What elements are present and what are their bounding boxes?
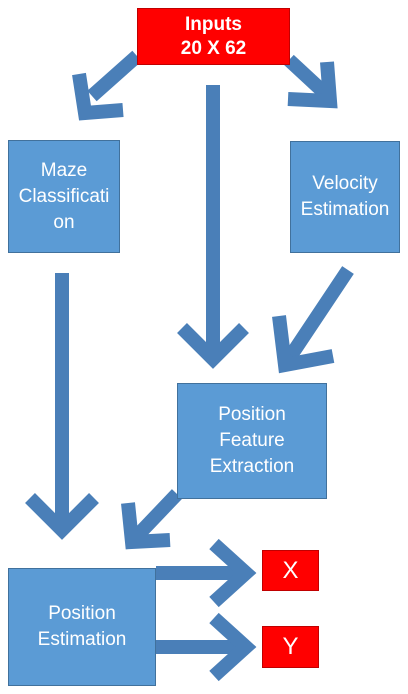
position-estimation-box: Position Estimation	[8, 568, 156, 686]
arrow-maze-to-estimation	[25, 273, 99, 540]
position-feature-extraction-box: Position Feature Extraction	[177, 383, 327, 499]
arrow-feature-to-estimation	[121, 489, 183, 550]
arrow-estimation-to-y	[156, 612, 257, 682]
output-y-box: Y	[262, 626, 319, 668]
output-x-box: X	[262, 550, 319, 591]
maze-classification-box: Maze Classificati on	[8, 140, 120, 253]
arrow-velocity-to-feature	[272, 266, 354, 374]
arrow-estimation-to-x	[156, 538, 257, 608]
velocity-estimation-box: Velocity Estimation	[290, 141, 400, 253]
arrow-inputs-to-feature	[177, 85, 249, 369]
arrow-inputs-to-maze	[72, 50, 142, 121]
arrow-inputs-to-velocity	[284, 54, 338, 109]
inputs-box: Inputs 20 X 62	[137, 8, 290, 65]
